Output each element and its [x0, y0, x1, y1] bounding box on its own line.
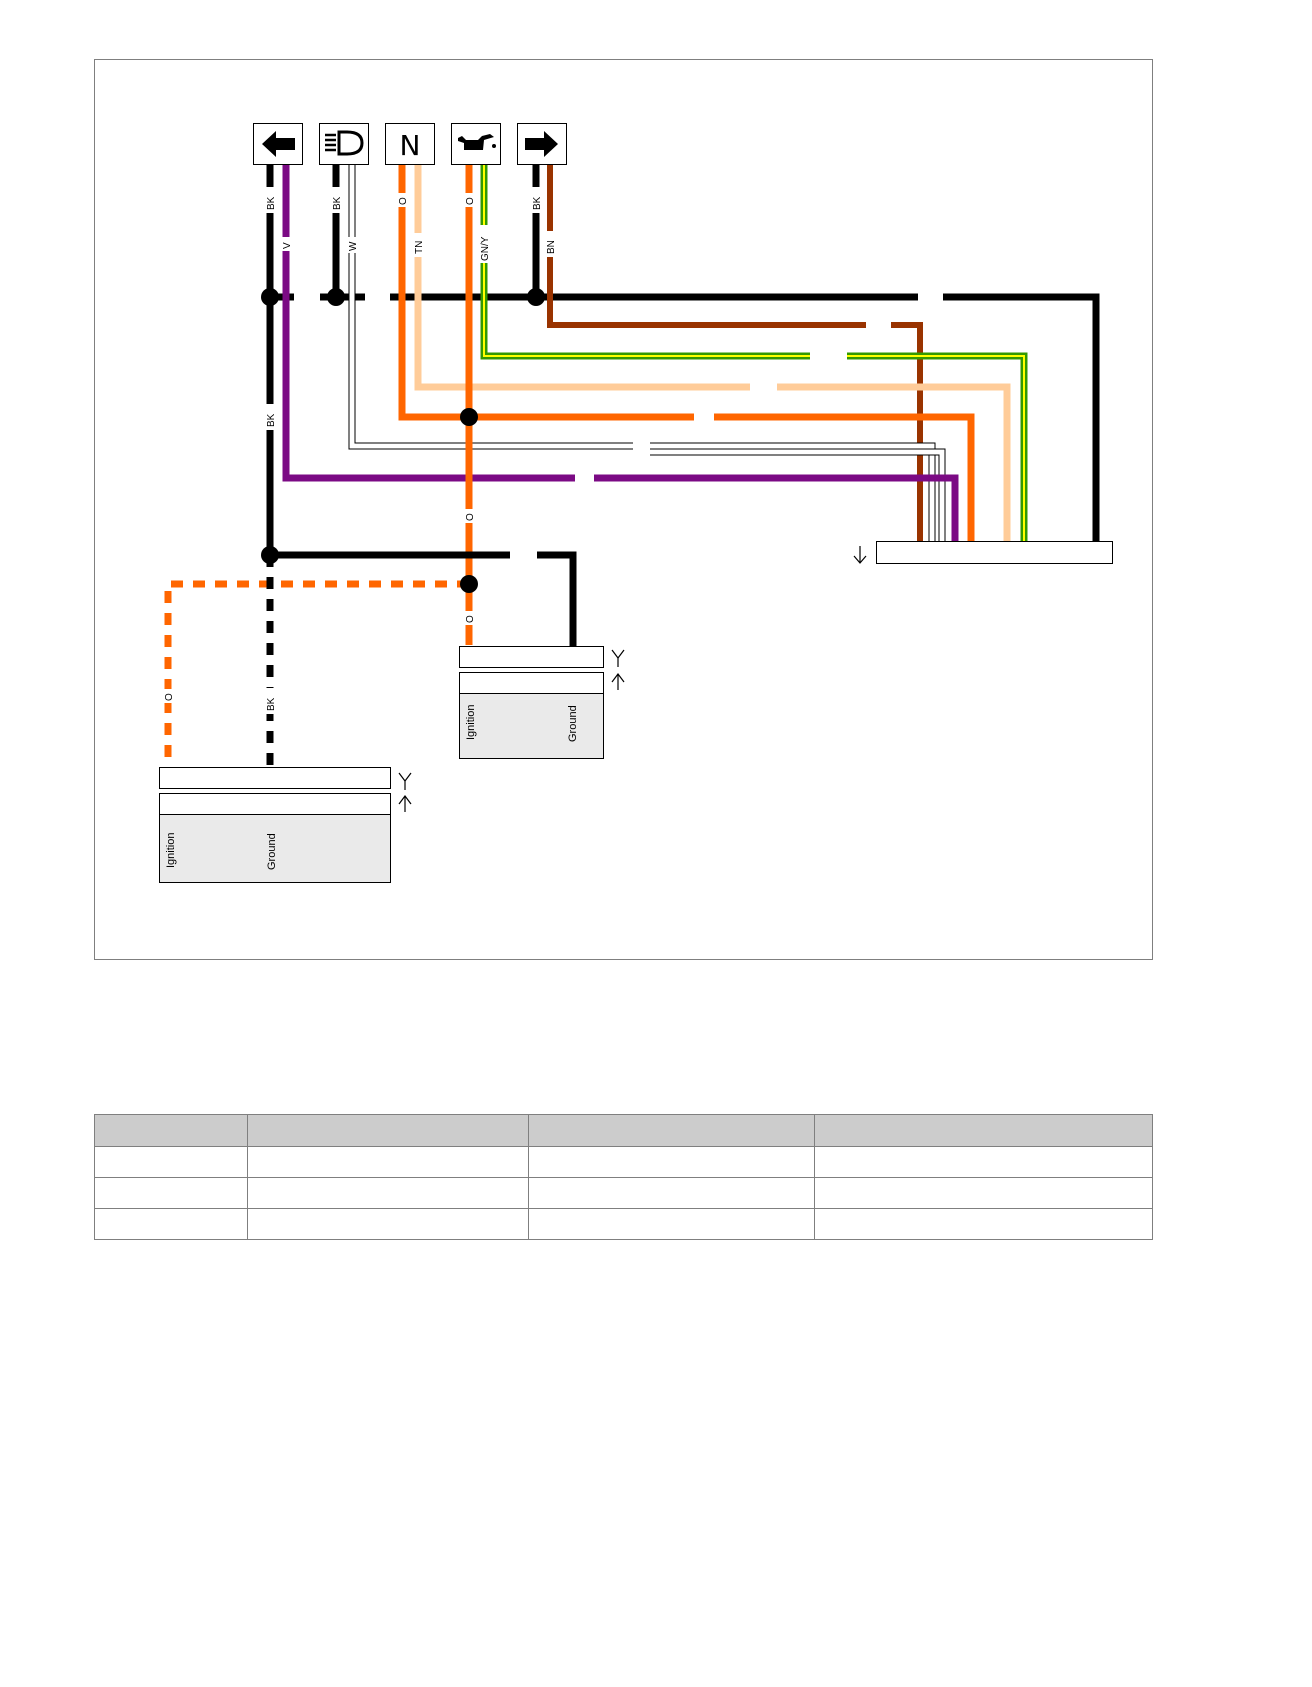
splice-dot	[460, 408, 478, 426]
wire-label-beam-bk: BK	[332, 196, 343, 210]
table-row	[94, 1146, 1153, 1178]
wire-label-dashed-o: O	[164, 693, 175, 701]
table-cell	[94, 1177, 248, 1209]
connector-b-ground: Ground	[567, 705, 579, 742]
white-wire	[348, 165, 946, 542]
wire-label-oil-gny: GN/Y	[480, 236, 491, 261]
table-cell	[814, 1177, 1153, 1209]
wire-labels: BK V BK W O TN O GN/Y BK BN BK O O O BK	[161, 187, 557, 714]
dashed-optional-wires	[164, 555, 469, 768]
connector-b-ignition: Ignition	[465, 705, 477, 740]
wire-label-neutral-tn: TN	[414, 241, 425, 254]
connector-arrow-icon	[853, 546, 867, 564]
violet-wire	[282, 165, 959, 542]
neutral-indicator-icon: N	[385, 123, 435, 165]
table-header-cell	[94, 1114, 248, 1147]
splice-dot	[261, 288, 279, 306]
high-beam-icon	[319, 123, 369, 165]
wire-label-main-o: O	[465, 513, 476, 521]
table-cell	[247, 1146, 529, 1178]
wire-label-lower-o: O	[465, 615, 476, 623]
wire-label-neutral-o: O	[398, 197, 409, 205]
table-cell	[528, 1146, 815, 1178]
wire-label-left-bk: BK	[266, 196, 277, 210]
table-header-row	[94, 1114, 1153, 1147]
splice-dot	[460, 575, 478, 593]
wire-label-dashed-bk: BK	[266, 697, 277, 711]
wire-label-beam-w: W	[348, 241, 359, 251]
connector-b: Ignition Ground	[459, 646, 625, 759]
wire-label-trunk-bk: BK	[266, 413, 277, 427]
splice-dot	[327, 288, 345, 306]
table-row	[94, 1208, 1153, 1240]
table-header-cell	[247, 1114, 529, 1147]
wire-label-right-bn: BN	[546, 240, 557, 254]
table-cell	[94, 1208, 248, 1240]
connector-b-symbol-icon	[611, 649, 625, 690]
splice-dots	[261, 288, 545, 593]
splice-dot	[527, 288, 545, 306]
table-cell	[94, 1146, 248, 1178]
splice-dot	[261, 546, 279, 564]
orange-wire	[398, 165, 975, 542]
table-header-cell	[814, 1114, 1153, 1147]
right-turn-indicator-icon	[517, 123, 567, 165]
oil-pressure-icon	[451, 123, 501, 165]
table-cell	[528, 1177, 815, 1209]
connector-a-ignition: Ignition	[165, 833, 177, 868]
black-branch-lower	[270, 551, 577, 647]
wire-label-left-v: V	[282, 242, 293, 249]
table-cell	[814, 1146, 1153, 1178]
neutral-symbol: N	[400, 129, 421, 162]
table-cell	[247, 1208, 529, 1240]
table-header-cell	[528, 1114, 815, 1147]
table-row	[94, 1177, 1153, 1209]
wiring-diagram: BK V BK W O TN O GN/Y BK BN BK O O O BK	[94, 59, 1153, 960]
left-turn-indicator-icon	[253, 123, 303, 165]
wire-label-oil-o: O	[465, 197, 476, 205]
wire-label-right-bk: BK	[532, 196, 543, 210]
brown-wire	[547, 165, 923, 542]
legend-table	[94, 1114, 1153, 1240]
connector-a-symbol-icon	[398, 772, 412, 812]
table-cell	[528, 1208, 815, 1240]
connector-a: Ignition Ground	[159, 767, 412, 883]
table-cell	[247, 1177, 529, 1209]
instrument-connector	[853, 541, 1113, 564]
table-cell	[814, 1208, 1153, 1240]
connector-a-ground: Ground	[266, 833, 278, 870]
